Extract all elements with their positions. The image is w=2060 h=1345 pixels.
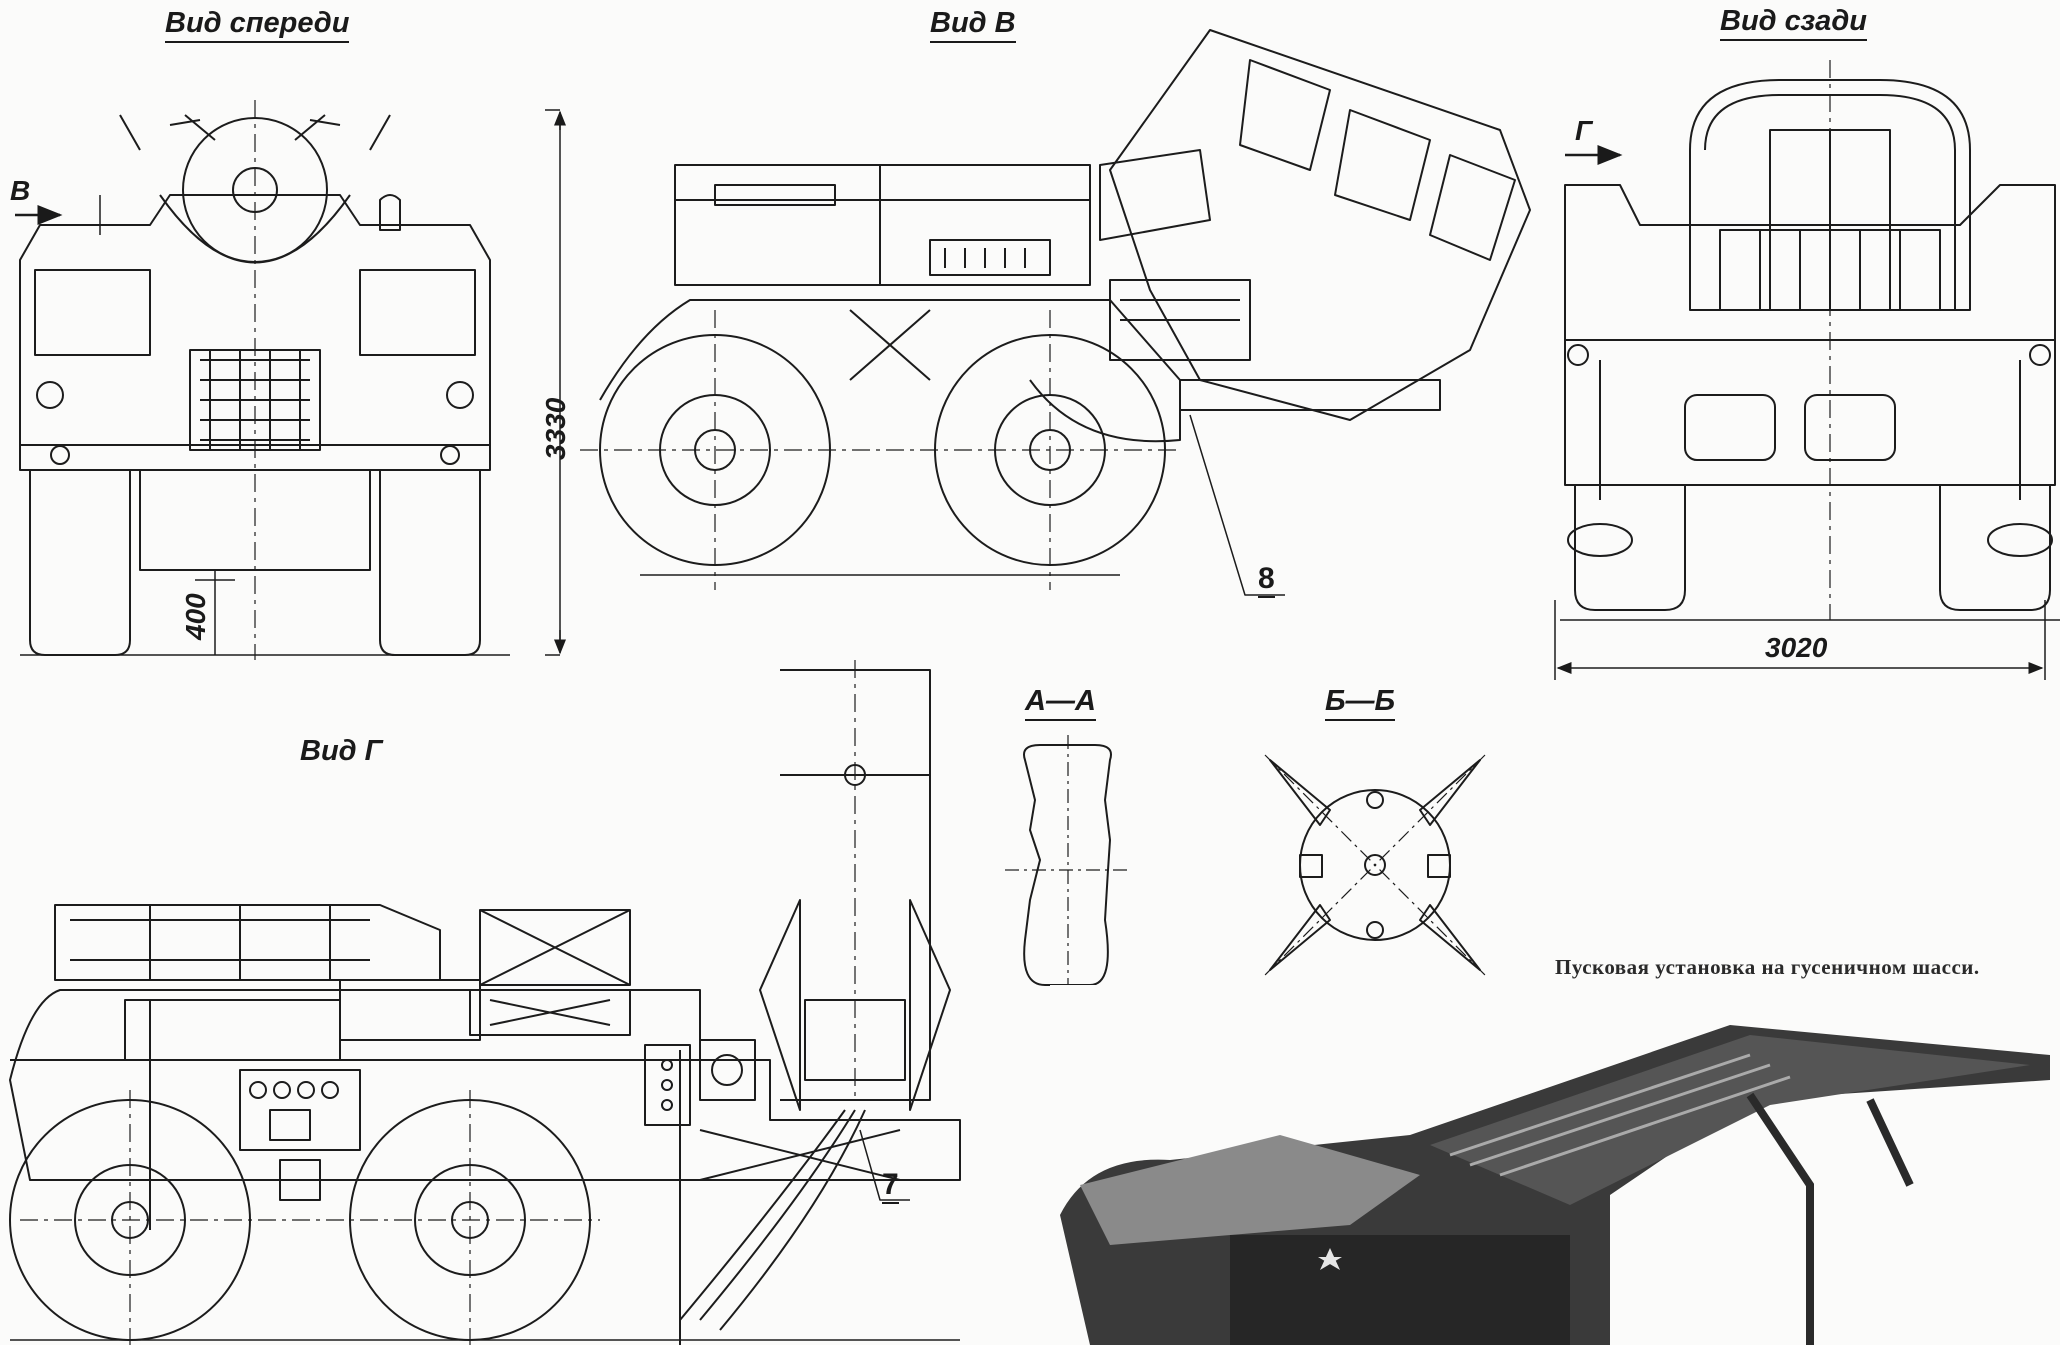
callout-7: 7 (882, 1168, 899, 1204)
section-bb-title: Б—Б (1325, 685, 1396, 721)
section-aa-drawing (1005, 735, 1130, 995)
front-view-title: Вид спереди (165, 7, 350, 43)
height-dimension: 3330 (540, 397, 571, 460)
rear-view-title: Вид сзади (1720, 5, 1867, 41)
view-b-drawing (580, 29, 1531, 596)
front-view-drawing (15, 100, 566, 660)
view-b-title: Вид В (930, 7, 1016, 43)
launcher-photo (1050, 985, 2060, 1345)
width-dimension: 3020 (1765, 632, 1828, 663)
photo-caption: Пусковая установка на гусеничном шасси. (1555, 955, 1980, 979)
view-g-drawing (9, 660, 961, 1345)
view-g-arrow-label: Г (1575, 115, 1593, 146)
clearance-dimension: 400 (180, 593, 211, 640)
rear-view-drawing (1554, 60, 2060, 680)
callout-8: 8 (1258, 562, 1275, 598)
view-b-arrow-label: В (10, 175, 31, 206)
section-bb-drawing (1264, 754, 1486, 976)
view-g-title: Вид Г (300, 735, 383, 767)
section-aa-title: А—А (1025, 685, 1096, 721)
